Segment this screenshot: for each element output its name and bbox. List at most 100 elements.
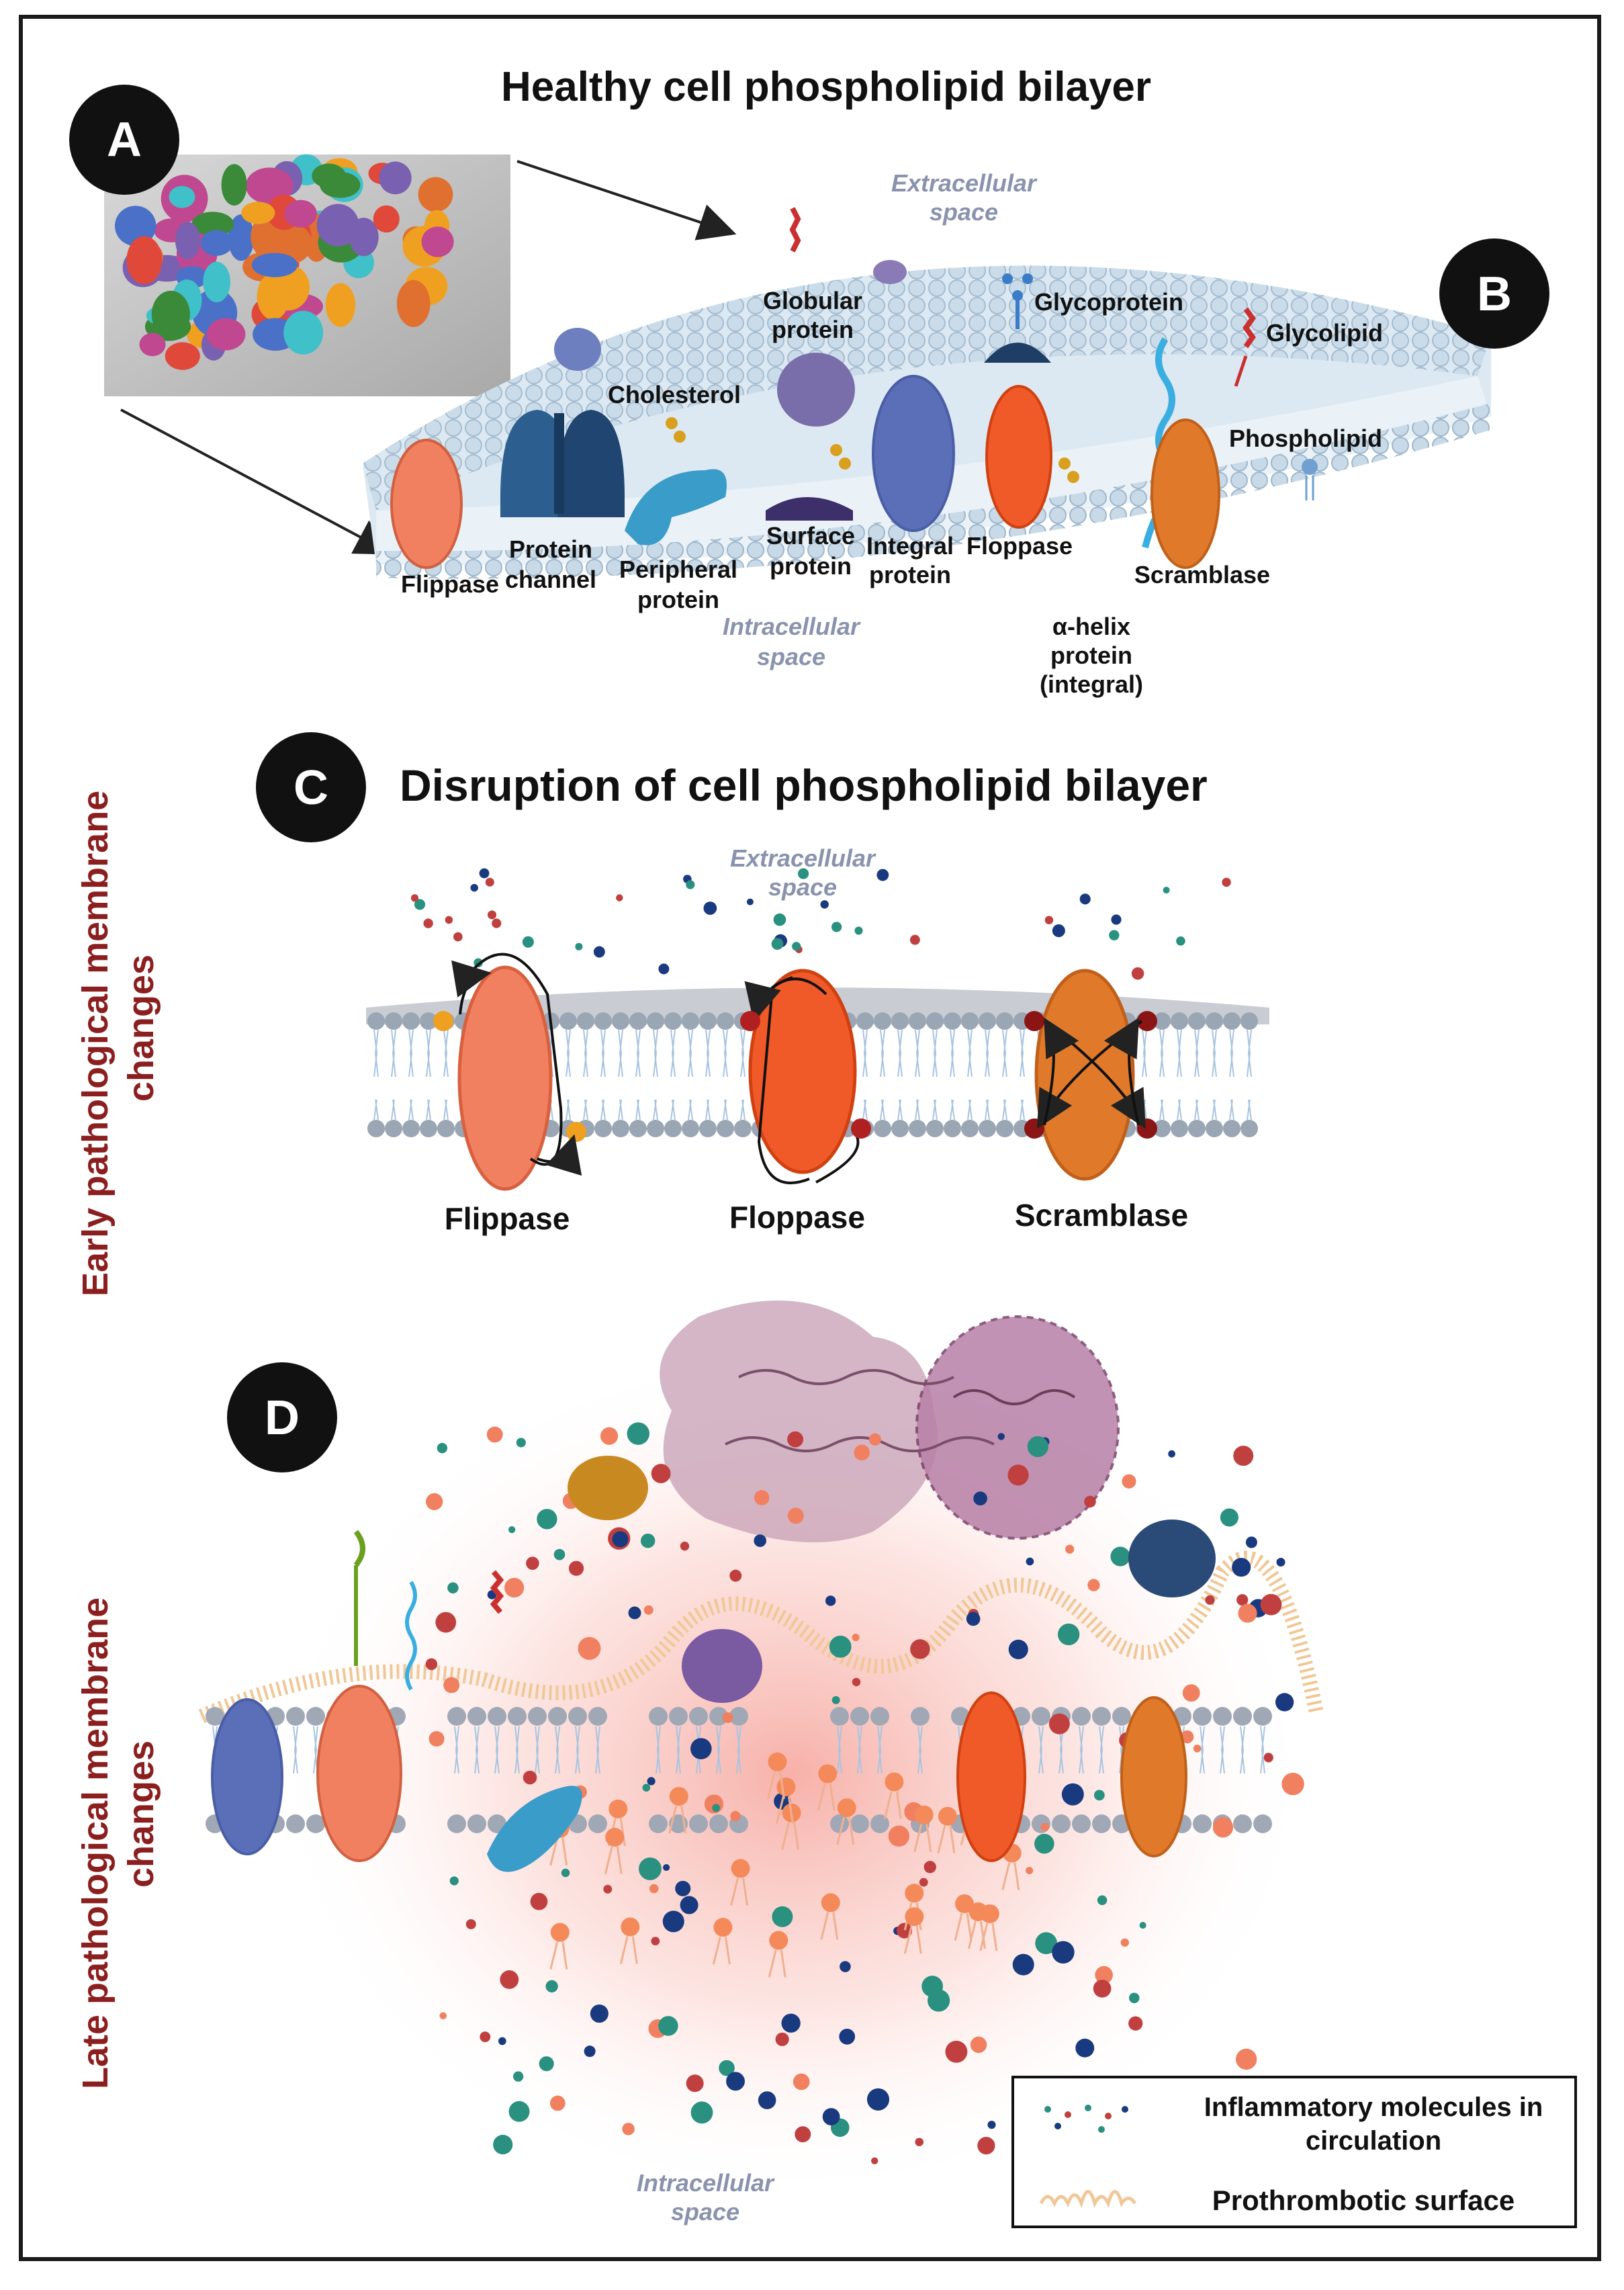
protein-blob bbox=[379, 161, 412, 195]
molecule bbox=[504, 1577, 525, 1598]
molecule bbox=[1236, 1594, 1249, 1606]
lipid-tail bbox=[373, 1099, 379, 1120]
lipid-head bbox=[1072, 1707, 1091, 1726]
protein-blob bbox=[114, 206, 156, 247]
molecule bbox=[1034, 1833, 1054, 1854]
lipid-tail bbox=[950, 1099, 955, 1120]
molecule bbox=[1087, 1579, 1100, 1591]
molecule bbox=[771, 938, 784, 950]
phospholipid-tail bbox=[604, 1846, 613, 1875]
molecule bbox=[772, 1906, 793, 1927]
label-scramblase-c: Scramblase bbox=[1015, 1198, 1188, 1233]
zoom-arrow-bottom bbox=[120, 408, 394, 555]
lipid-head bbox=[664, 1012, 682, 1030]
label-alpha-helix-1: α-helix bbox=[1052, 613, 1130, 640]
globular-protein-b bbox=[554, 260, 907, 427]
lipid-head bbox=[1032, 1707, 1050, 1726]
protein-cluster-image bbox=[104, 154, 510, 396]
label-surface-2: protein bbox=[770, 552, 852, 580]
lipid-tail bbox=[1142, 1029, 1147, 1077]
lipid-tail bbox=[1212, 1029, 1217, 1077]
protein-blob bbox=[165, 342, 200, 370]
molecule bbox=[492, 918, 502, 928]
molecule bbox=[498, 2037, 506, 2045]
phospholipid-tail bbox=[712, 1936, 721, 1965]
lipid-head bbox=[911, 1707, 930, 1726]
molecule bbox=[1084, 1495, 1096, 1508]
panel-c-title: Disruption of cell phospholipid bilayer bbox=[400, 760, 1208, 810]
side-label-early-2: changes bbox=[121, 955, 161, 1102]
lipid-head bbox=[467, 1814, 486, 1833]
phospholipid bbox=[769, 1931, 788, 1950]
molecule bbox=[470, 883, 478, 892]
lipid-head bbox=[206, 1707, 224, 1726]
phospholipid-tail bbox=[561, 1837, 568, 1866]
molecule bbox=[553, 1548, 566, 1560]
label-scramblase-b: Scramblase bbox=[1134, 561, 1270, 588]
integral-protein-d bbox=[211, 1698, 283, 1855]
molecule bbox=[866, 2088, 890, 2111]
lipid-tail bbox=[426, 1029, 431, 1077]
molecule bbox=[410, 894, 419, 902]
label-surface-1: Surface bbox=[766, 522, 855, 549]
phospholipid-tail bbox=[780, 1949, 786, 1978]
molecule bbox=[1260, 1593, 1282, 1616]
molecule bbox=[522, 936, 534, 948]
lipid-head bbox=[594, 1120, 612, 1137]
label-flippase-b: Flippase bbox=[401, 570, 499, 598]
lipid-tail bbox=[985, 1099, 990, 1120]
molecule bbox=[568, 1560, 584, 1576]
lipid-head bbox=[909, 1120, 926, 1137]
molecule bbox=[663, 1864, 670, 1871]
lipid-head bbox=[286, 1707, 305, 1726]
lipid-tail bbox=[583, 1029, 588, 1077]
lipid-head bbox=[612, 1120, 629, 1137]
phospholipid-b bbox=[1302, 459, 1318, 500]
lipid-tail bbox=[740, 1099, 746, 1120]
lipid-head bbox=[420, 1012, 437, 1030]
phospholipid-tail bbox=[1013, 1862, 1020, 1890]
lipid-tail bbox=[408, 1099, 414, 1120]
molecule bbox=[1075, 2038, 1095, 2058]
label-peripheral-1: Peripheral bbox=[619, 556, 737, 583]
cholesterol-b bbox=[666, 417, 1079, 483]
scramblase-protein-b bbox=[1151, 419, 1220, 569]
molecule bbox=[649, 1884, 659, 1894]
lipid-tail bbox=[967, 1099, 973, 1120]
molecule bbox=[1095, 1966, 1113, 1984]
lipid-head bbox=[1153, 1012, 1171, 1030]
lipid-tail bbox=[862, 1029, 868, 1077]
lipid-head bbox=[944, 1012, 961, 1030]
molecule bbox=[839, 2028, 856, 2045]
protein-blob bbox=[373, 205, 400, 233]
molecule bbox=[1168, 1450, 1175, 1458]
molecule bbox=[795, 2126, 811, 2143]
lipid-head bbox=[996, 1120, 1013, 1137]
molecule bbox=[923, 1861, 936, 1874]
molecule bbox=[612, 1531, 629, 1548]
molecule bbox=[1163, 887, 1170, 894]
flippase-protein-d bbox=[316, 1685, 402, 1862]
molecule bbox=[690, 2101, 713, 2124]
molecule bbox=[820, 900, 829, 909]
lipid-head bbox=[709, 1707, 728, 1726]
molecule bbox=[945, 2040, 968, 2063]
molecule bbox=[1263, 1753, 1273, 1763]
molecule bbox=[921, 1976, 943, 1997]
lipid-tail bbox=[1020, 1099, 1025, 1120]
phospholipid bbox=[669, 1787, 688, 1806]
lipid-tail bbox=[932, 1099, 938, 1120]
lipid-tail bbox=[1177, 1029, 1182, 1077]
molecule bbox=[680, 1896, 698, 1914]
lipid-head bbox=[944, 1120, 961, 1137]
molecule bbox=[868, 1433, 881, 1446]
molecule bbox=[1236, 2048, 1257, 2070]
lipid-head bbox=[1240, 1120, 1258, 1137]
phospholipid bbox=[768, 1752, 787, 1771]
molecule bbox=[840, 1961, 851, 1972]
molecule bbox=[987, 2120, 996, 2129]
molecule bbox=[651, 1937, 660, 1946]
molecule bbox=[423, 918, 433, 928]
lipid-head bbox=[548, 1707, 567, 1726]
molecule bbox=[1035, 1932, 1058, 1955]
